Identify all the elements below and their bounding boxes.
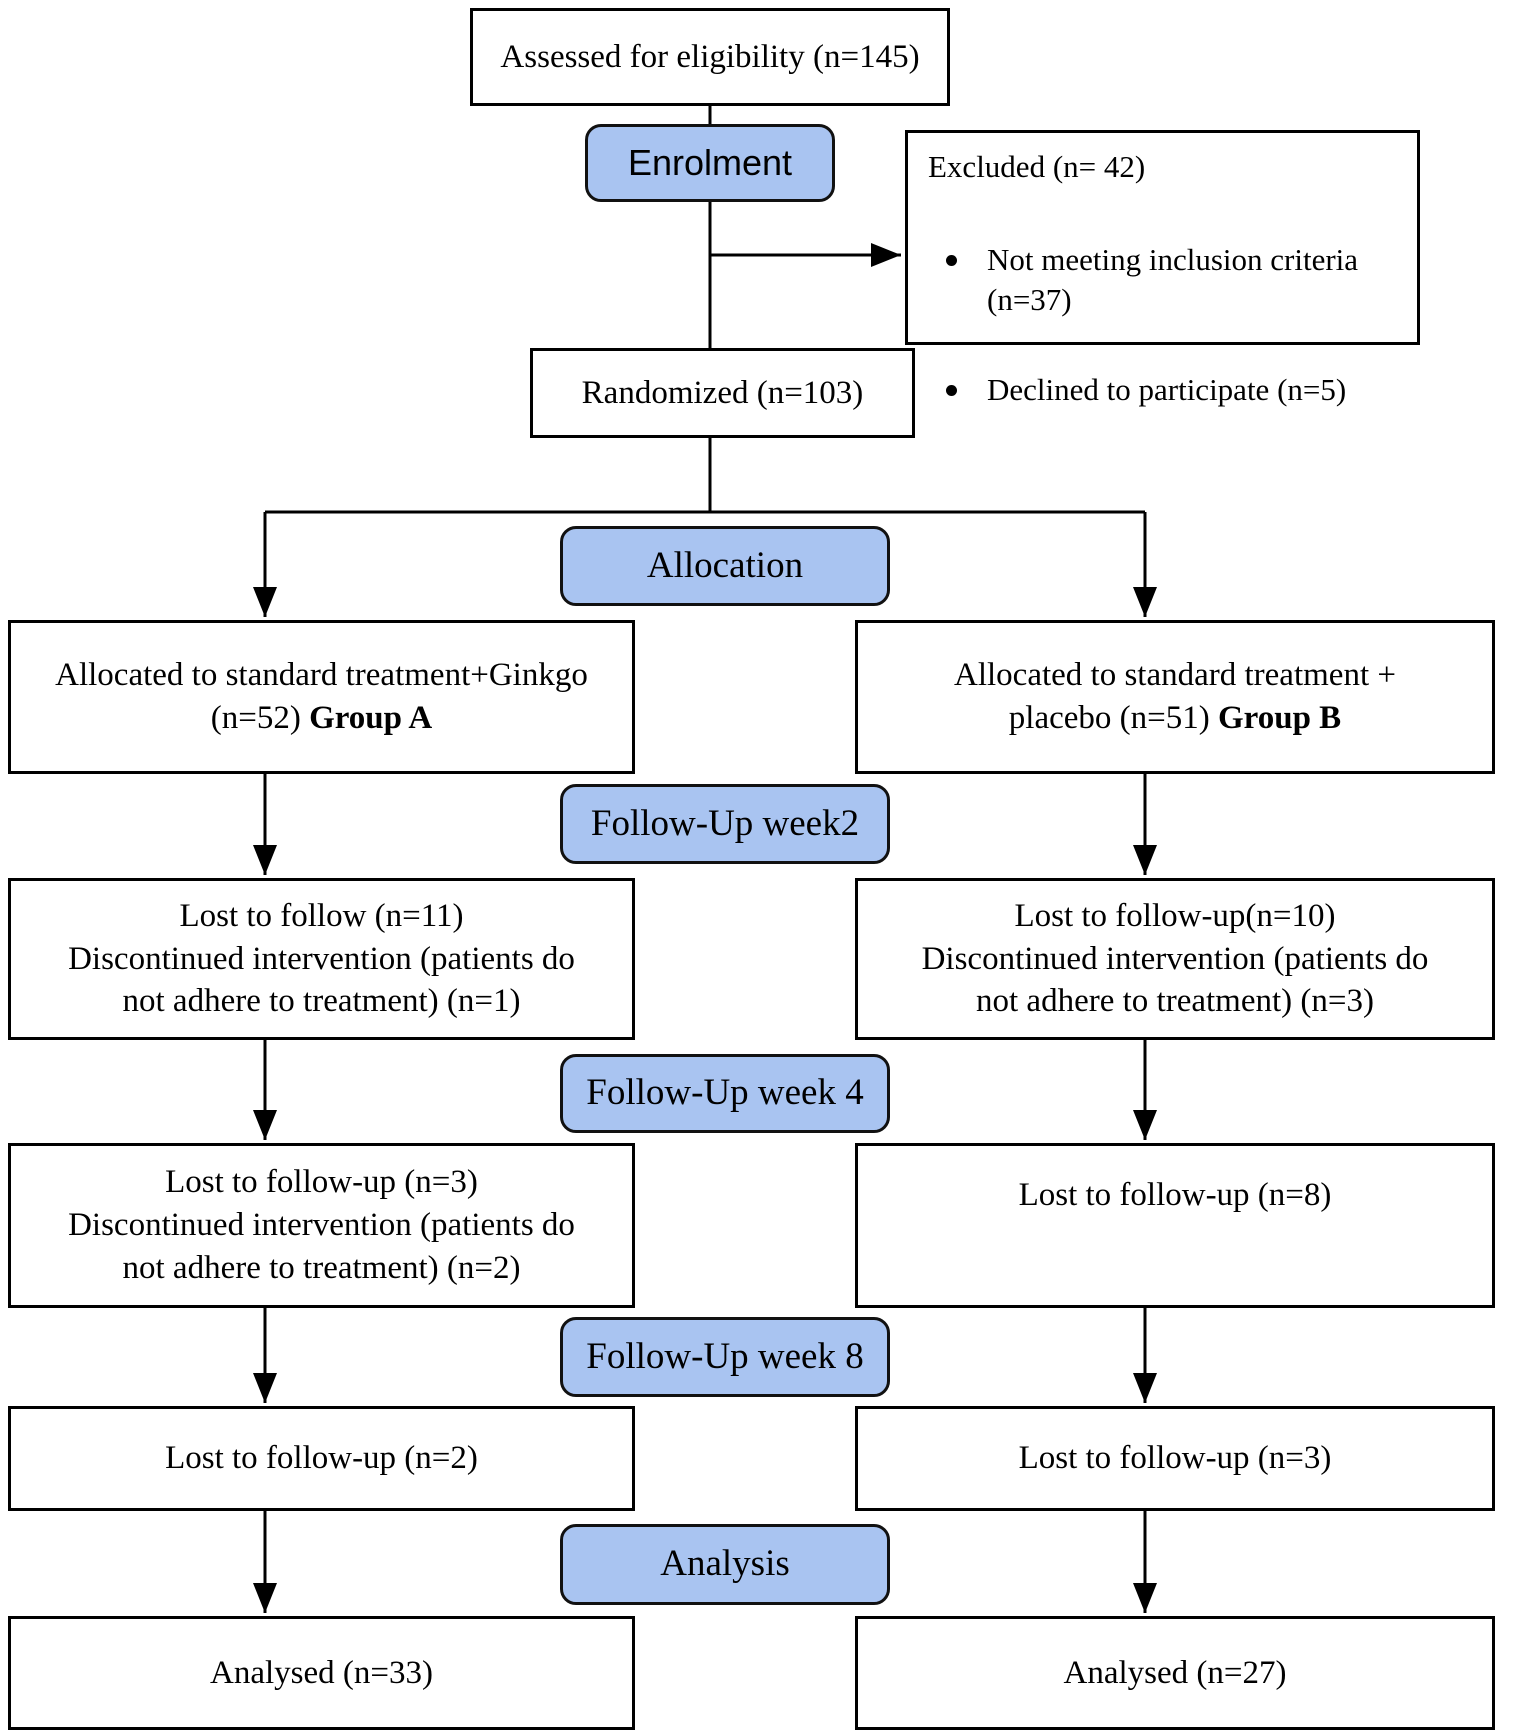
- week4-loss-group-a-box: Lost to follow-up (n=3) Discontinued int…: [8, 1143, 635, 1308]
- week4-loss-group-a-text: Lost to follow-up (n=3) Discontinued int…: [68, 1164, 575, 1286]
- excluded-title: Excluded (n= 42): [928, 149, 1146, 184]
- stage-allocation: Allocation: [560, 526, 890, 606]
- group-b-text: Allocated to standard treatment + placeb…: [954, 654, 1396, 740]
- week8-loss-group-b-text: Lost to follow-up (n=3): [1018, 1440, 1332, 1477]
- analysed-group-a-text: Analysed (n=33): [210, 1654, 433, 1691]
- stage-enrolment-label: Enrolment: [627, 142, 793, 184]
- stage-followup-week2: Follow-Up week2: [560, 784, 890, 864]
- excluded-reason: Not meeting inclusion criteria (n=37): [928, 240, 1358, 321]
- assessed-box: Assessed for eligibility (n=145): [470, 8, 950, 106]
- stage-analysis: Analysis: [560, 1524, 890, 1605]
- group-b-box: Allocated to standard treatment + placeb…: [855, 620, 1495, 774]
- bullet-icon: [946, 385, 957, 397]
- excluded-reason-text: Not meeting inclusion criteria (n=37): [987, 241, 1359, 317]
- group-a-box: Allocated to standard treatment+Ginkgo (…: [8, 620, 635, 774]
- randomized-text: Randomized (n=103): [581, 374, 864, 411]
- excluded-list: Not meeting inclusion criteria (n=37) De…: [928, 199, 1358, 461]
- week8-loss-group-a-text: Lost to follow-up (n=2): [165, 1440, 478, 1477]
- stage-analysis-label: Analysis: [660, 1543, 790, 1585]
- week4-loss-group-b-text: Lost to follow-up (n=8): [1018, 1177, 1332, 1213]
- week2-loss-group-b-box: Lost to follow-up(n=10) Discontinued int…: [855, 878, 1495, 1040]
- group-a-label: Group A: [309, 700, 433, 736]
- stage-followup-week2-label: Follow-Up week2: [590, 802, 860, 844]
- group-b-label: Group B: [1218, 700, 1342, 736]
- stage-followup-week4-label: Follow-Up week 4: [586, 1072, 864, 1114]
- week8-loss-group-a-box: Lost to follow-up (n=2): [8, 1406, 635, 1511]
- analysed-group-a-box: Analysed (n=33): [8, 1616, 635, 1730]
- week2-loss-group-a-text: Lost to follow (n=11) Discontinued inter…: [68, 897, 575, 1020]
- stage-followup-week8-label: Follow-Up week 8: [586, 1335, 864, 1377]
- stage-allocation-label: Allocation: [646, 544, 804, 586]
- excluded-reason-text: Declined to participate (n=5): [987, 372, 1347, 408]
- stage-followup-week8: Follow-Up week 8: [560, 1317, 890, 1397]
- stage-enrolment: Enrolment: [585, 124, 835, 202]
- week2-loss-group-a-box: Lost to follow (n=11) Discontinued inter…: [8, 878, 635, 1040]
- excluded-reason: Declined to participate (n=5): [928, 370, 1358, 410]
- analysed-group-b-box: Analysed (n=27): [855, 1616, 1495, 1730]
- bullet-icon: [946, 254, 957, 266]
- assessed-text: Assessed for eligibility (n=145): [500, 38, 920, 75]
- group-a-allocation-text: Allocated to standard treatment+Ginkgo (…: [55, 657, 588, 736]
- randomized-box: Randomized (n=103): [530, 348, 915, 438]
- group-a-text: Allocated to standard treatment+Ginkgo (…: [55, 654, 588, 740]
- week4-loss-group-b-box: Lost to follow-up (n=8): [855, 1143, 1495, 1308]
- excluded-box: Excluded (n= 42) Not meeting inclusion c…: [905, 130, 1420, 407]
- week8-loss-group-b-box: Lost to follow-up (n=3): [855, 1406, 1495, 1511]
- group-b-allocation-text: Allocated to standard treatment + placeb…: [954, 657, 1396, 736]
- stage-followup-week4: Follow-Up week 4: [560, 1054, 890, 1133]
- analysed-group-b-text: Analysed (n=27): [1063, 1654, 1287, 1691]
- week2-loss-group-b-text: Lost to follow-up(n=10) Discontinued int…: [921, 897, 1429, 1020]
